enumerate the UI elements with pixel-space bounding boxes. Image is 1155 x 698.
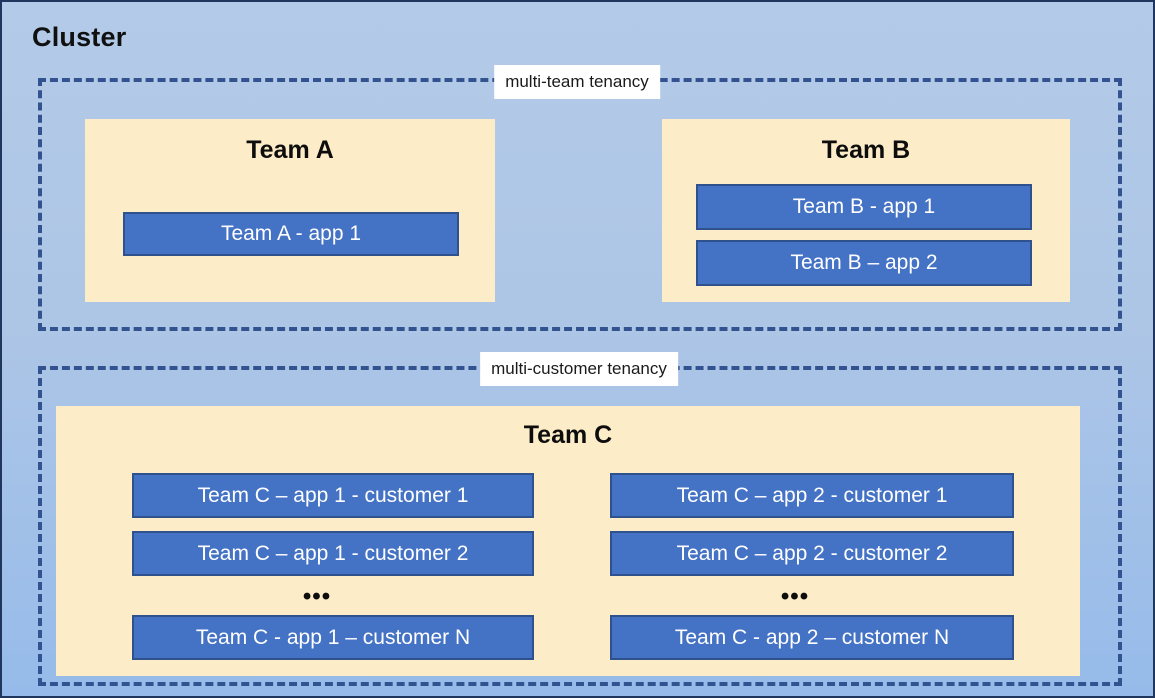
app-bar-team-b-app-2[interactable]: Team B – app 2: [696, 240, 1032, 286]
team-c-title: Team C: [523, 421, 613, 449]
ellipsis-team-c-app-2: •••: [780, 583, 810, 610]
app-bar-team-a-app-1[interactable]: Team A - app 1: [123, 212, 459, 256]
team-box-a: Team A: [85, 119, 495, 302]
app-bar-team-c-app-2-customer-n[interactable]: Team C - app 2 – customer N: [610, 615, 1014, 660]
app-bar-team-c-app-2-customer-1[interactable]: Team C – app 2 - customer 1: [610, 473, 1014, 518]
team-b-title: Team B: [821, 136, 911, 164]
app-bar-team-c-app-2-customer-2[interactable]: Team C – app 2 - customer 2: [610, 531, 1014, 576]
app-bar-team-c-app-1-customer-n[interactable]: Team C - app 1 – customer N: [132, 615, 534, 660]
ellipsis-team-c-app-1: •••: [302, 583, 332, 610]
tenancy-frame-label-multi-team: multi-team tenancy: [494, 65, 660, 99]
page-title: Cluster: [32, 22, 127, 52]
app-bar-team-b-app-1[interactable]: Team B - app 1: [696, 184, 1032, 230]
team-a-title: Team A: [246, 136, 334, 164]
app-bar-team-c-app-1-customer-1[interactable]: Team C – app 1 - customer 1: [132, 473, 534, 518]
tenancy-frame-label-multi-customer: multi-customer tenancy: [480, 352, 678, 386]
app-bar-team-c-app-1-customer-2[interactable]: Team C – app 1 - customer 2: [132, 531, 534, 576]
